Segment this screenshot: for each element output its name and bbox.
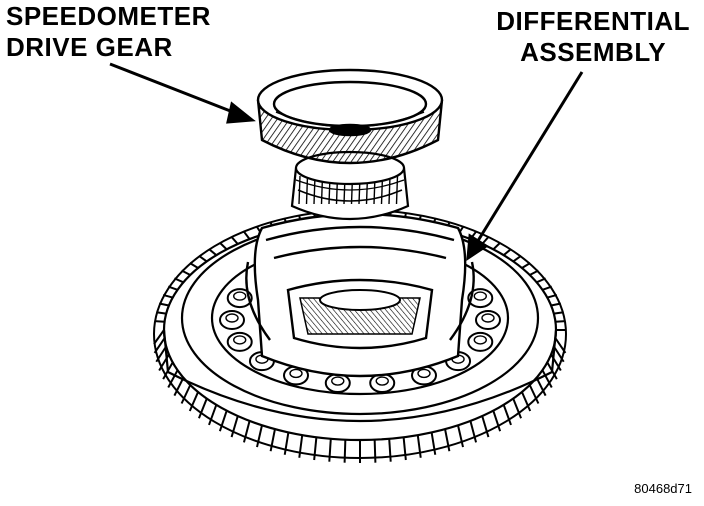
bolt-head <box>283 365 309 386</box>
bolt-head <box>324 373 351 394</box>
bolt-head <box>411 365 437 386</box>
differential-assembly-label: DIFFERENTIAL ASSEMBLY <box>496 6 690 68</box>
bolt-head <box>467 288 494 309</box>
bolt-head <box>226 331 253 352</box>
bolt-head <box>219 310 245 330</box>
speedometer-label-line-1: SPEEDOMETER <box>6 1 211 31</box>
speedometer-label-line-2: DRIVE GEAR <box>6 32 173 62</box>
bolt-head <box>475 310 501 330</box>
leader-arrows <box>109 62 584 261</box>
speedometer-drive-gear <box>256 68 444 165</box>
figure-reference-number: 80468d71 <box>634 481 692 496</box>
bolt-head <box>226 288 253 309</box>
differential-label-line-2: ASSEMBLY <box>520 37 667 67</box>
differential-label-line-1: DIFFERENTIAL <box>496 6 690 36</box>
speedometer-drive-gear-label: SPEEDOMETER DRIVE GEAR <box>6 1 211 63</box>
bolt-head <box>467 331 494 352</box>
ring-gear-teeth <box>153 209 567 463</box>
ring-gear-bolts <box>219 288 501 394</box>
differential-case <box>245 212 475 378</box>
